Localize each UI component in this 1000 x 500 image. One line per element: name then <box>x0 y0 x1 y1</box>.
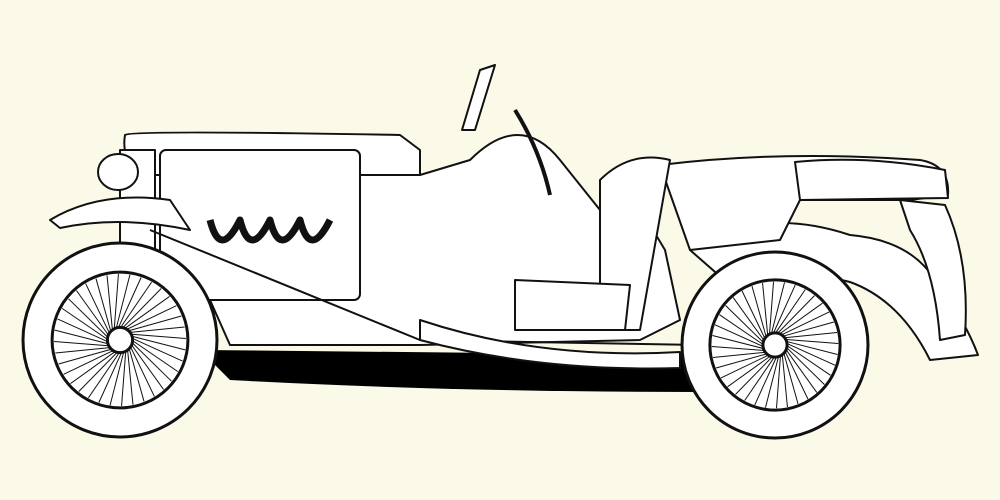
spoke <box>720 354 770 379</box>
spoke <box>785 346 825 385</box>
spoke <box>121 350 127 406</box>
spoke <box>712 335 765 350</box>
spoke <box>784 338 839 345</box>
hub-cap <box>761 331 789 359</box>
spoke <box>741 290 766 340</box>
spoke <box>113 274 119 330</box>
spoke <box>70 350 117 384</box>
spoke <box>735 355 774 395</box>
spoke <box>778 302 823 335</box>
spoke <box>85 283 111 335</box>
spoke <box>780 311 830 336</box>
hub-cap <box>105 325 135 355</box>
spoke <box>128 347 145 402</box>
spoke <box>715 353 768 369</box>
spoke <box>783 332 838 339</box>
spoke <box>126 348 134 405</box>
spoke <box>732 297 765 342</box>
spoke <box>744 355 776 401</box>
rear-wheel <box>680 250 870 440</box>
spoke <box>54 329 110 345</box>
spoke <box>754 355 778 406</box>
spoke <box>711 345 766 352</box>
spoke <box>131 341 172 382</box>
spoke <box>63 349 115 375</box>
running-board <box>419 319 681 370</box>
spoke <box>781 353 788 408</box>
rim <box>708 278 842 412</box>
spoke <box>714 324 765 348</box>
spoke <box>127 315 182 332</box>
spoke <box>123 296 170 330</box>
spoke <box>125 305 177 331</box>
spoke <box>727 355 772 388</box>
spoke <box>776 295 815 335</box>
spoke <box>772 284 796 335</box>
spoke <box>712 351 767 358</box>
spoke <box>785 342 836 366</box>
tonneau-cover <box>794 158 949 201</box>
spoke <box>78 351 119 392</box>
seat-cushion <box>514 279 631 331</box>
spoke <box>785 348 818 393</box>
spoke <box>725 305 765 344</box>
headlamp <box>97 153 139 191</box>
spoke <box>784 350 809 400</box>
spoke <box>117 277 142 329</box>
spoke <box>131 339 179 373</box>
spoke <box>130 335 186 351</box>
spoke <box>770 282 785 335</box>
spoke <box>68 298 109 339</box>
spoke <box>106 275 114 332</box>
spoke <box>54 341 110 347</box>
spoke <box>783 352 799 405</box>
spoke <box>130 333 186 339</box>
spoke <box>129 345 155 397</box>
spoke <box>76 290 110 337</box>
spoke <box>87 351 121 399</box>
spoke <box>762 282 769 337</box>
spoke <box>751 285 767 338</box>
spoke <box>119 281 153 329</box>
spoke <box>719 314 765 346</box>
spoke <box>785 340 838 355</box>
spoke <box>131 337 183 362</box>
windshield-frame <box>461 64 496 131</box>
spoke <box>121 288 162 329</box>
spoke <box>115 274 131 330</box>
spoke <box>785 344 831 376</box>
spoke <box>95 278 112 333</box>
spoke <box>130 343 164 390</box>
spoke <box>768 281 775 336</box>
spoke <box>765 355 780 408</box>
spoke <box>58 348 113 365</box>
spoke <box>109 350 125 406</box>
tail-panel <box>899 199 967 341</box>
spoke <box>128 326 185 334</box>
front-wheel <box>21 241 219 439</box>
spoke <box>55 346 112 354</box>
spoke <box>782 321 835 337</box>
front-fender <box>49 196 191 231</box>
rim <box>50 270 190 410</box>
steering-wheel <box>513 108 552 196</box>
spoke <box>98 351 123 403</box>
spoke <box>774 289 806 335</box>
spoke <box>775 354 782 409</box>
exhaust-manifold <box>206 216 334 244</box>
spoke <box>57 318 109 343</box>
spoke <box>61 307 109 341</box>
